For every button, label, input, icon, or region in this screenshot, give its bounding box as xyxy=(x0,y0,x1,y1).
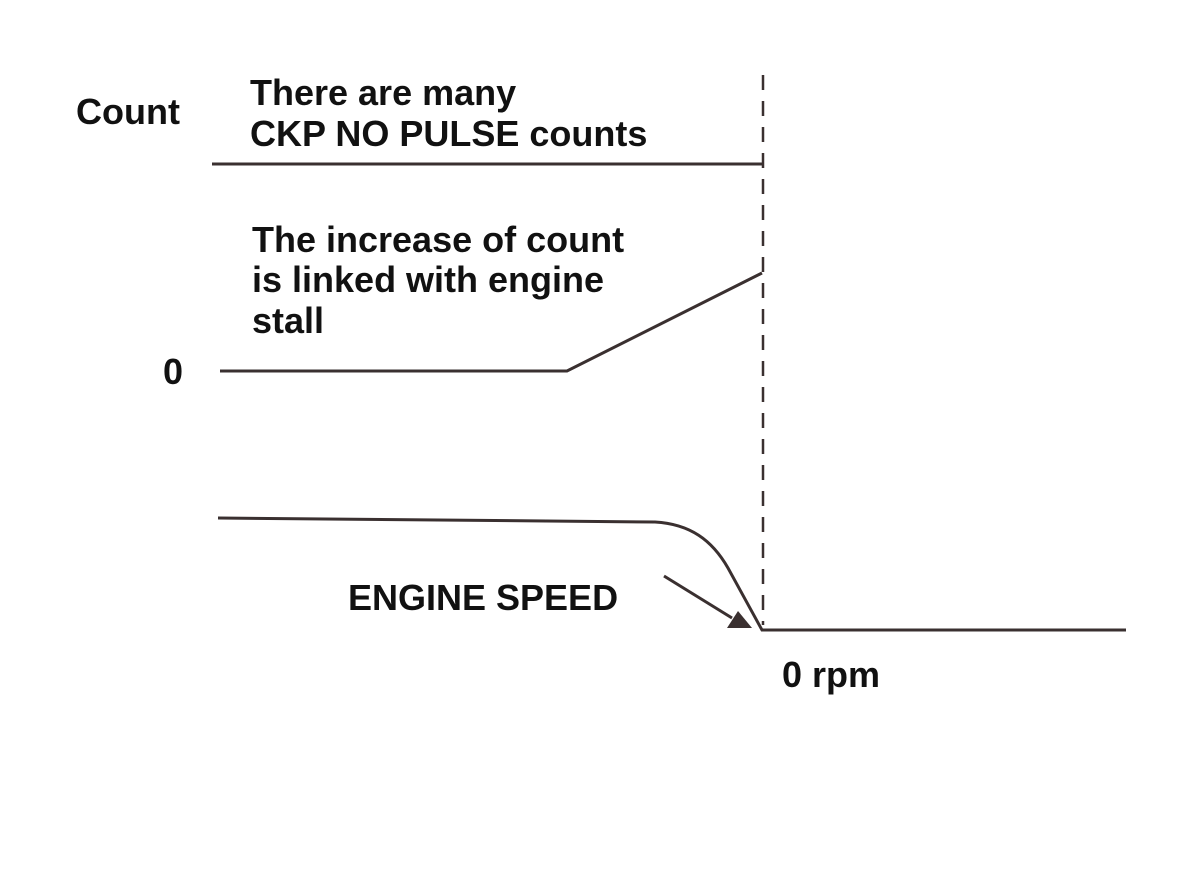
engine-speed-arrow-icon xyxy=(663,574,752,628)
increase-line-1: The increase of count xyxy=(252,219,624,260)
zero-count-label: 0 xyxy=(163,351,183,392)
increase-line-2: is linked with engine xyxy=(252,259,604,300)
zero-rpm-label: 0 rpm xyxy=(782,654,880,695)
many-counts-line-1: There are many xyxy=(250,72,516,113)
increase-line-3: stall xyxy=(252,300,324,341)
engine-speed-trace xyxy=(217,516,1126,632)
count-axis-label: Count xyxy=(76,91,180,132)
count-increase-trace xyxy=(220,271,763,373)
engine-speed-label: ENGINE SPEED xyxy=(348,577,618,618)
many-counts-line-2: CKP NO PULSE counts xyxy=(250,113,647,154)
